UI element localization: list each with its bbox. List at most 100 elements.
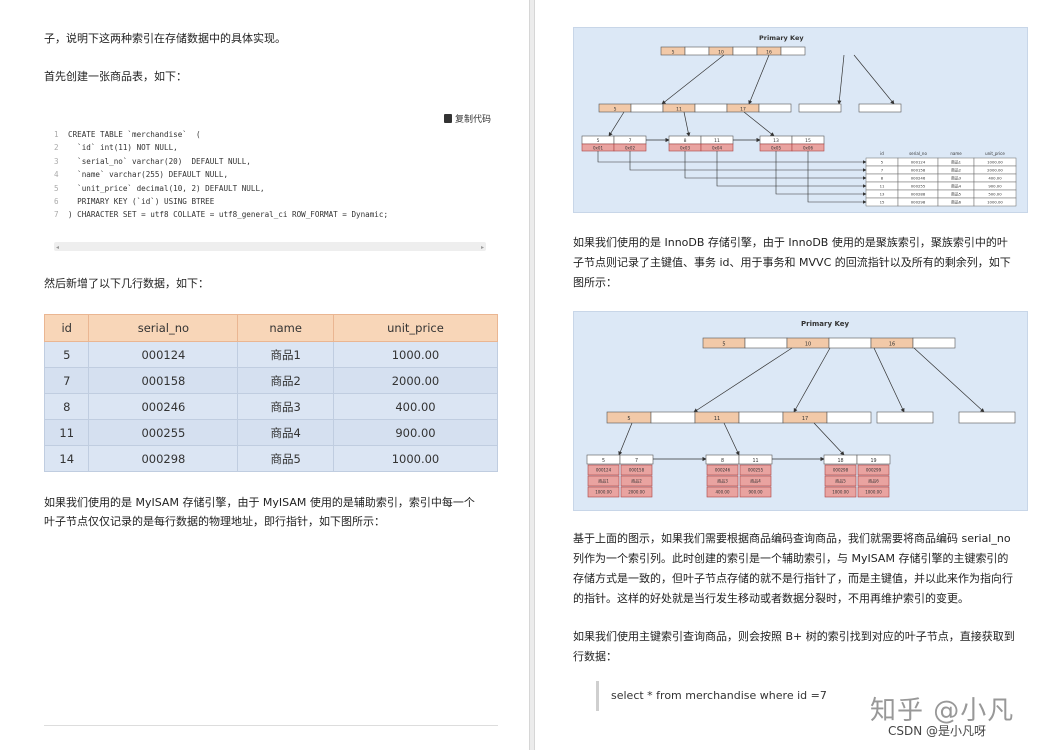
- line-number: 3: [54, 156, 59, 166]
- index-pointer-cell: [826, 411, 872, 424]
- leaf-row-cell: [739, 464, 772, 476]
- scroll-left-icon[interactable]: ◂: [56, 244, 60, 251]
- leaf-row-cell: [620, 464, 653, 476]
- leaf-row-value: 000255: [748, 468, 764, 473]
- insert-rows-text: 然后新增了以下几行数据，如下：: [44, 277, 209, 290]
- pointer-arrow: [743, 111, 775, 137]
- copy-icon: [444, 114, 452, 123]
- index-key-label: 10: [718, 50, 724, 56]
- code-text: `id` int(11) NOT NULL,: [68, 143, 178, 153]
- table-cell: 000124: [88, 341, 239, 368]
- row-table-value: 1000.00: [987, 160, 1003, 165]
- index-key-label: 5: [722, 342, 725, 348]
- leaf-row-value: 2000.00: [628, 490, 645, 495]
- index-pointer-cell: [684, 46, 710, 56]
- pointer-arrow: [661, 54, 725, 105]
- create-table-text: 首先创建一张商品表，如下：: [44, 70, 187, 83]
- myisam-text-line2: 叶子节点仅仅记录的是每行数据的物理地址，即行指针，如下图所示：: [44, 515, 385, 528]
- table-cell: 商品1: [237, 341, 334, 368]
- table-cell: 14: [43, 445, 90, 472]
- table-cell: 1000.00: [332, 341, 499, 368]
- leaf-row-cell: [824, 475, 857, 487]
- copy-code-label: 复制代码: [455, 115, 492, 125]
- leaf-row-value: 900.00: [749, 490, 763, 495]
- index-key-label: 17: [802, 416, 808, 422]
- row-table-value: 000158: [911, 168, 926, 173]
- table-cell: 000298: [88, 445, 239, 472]
- index-pointer-cell: [630, 103, 664, 113]
- row-pointer-arrow: [716, 151, 867, 188]
- leaf-key-label: 8: [721, 458, 724, 464]
- code-text: CREATE TABLE `merchandise` (: [68, 130, 201, 139]
- secondary-text-line1: 基于上面的图示，如果我们需要根据商品编码查询商品，我们就需要将商品编码 seri…: [573, 532, 1011, 545]
- row-pointer-arrow: [597, 151, 867, 164]
- table-cell: 商品3: [237, 393, 334, 420]
- pointer-arrow: [913, 347, 985, 413]
- index-pointer-cell: [744, 337, 788, 349]
- row-pointer-arrow: [629, 151, 867, 172]
- pointer-arrow: [608, 111, 625, 137]
- leaf-key-cell: [619, 454, 654, 465]
- leaf-row-cell: [824, 486, 857, 498]
- zhihu-watermark: 知乎 @小凡: [870, 696, 1015, 726]
- leaf-row-value: 1000.00: [865, 490, 882, 495]
- leaf-row-value: 000246: [715, 468, 731, 473]
- code-scrollbar[interactable]: ◂ ▸: [54, 242, 486, 251]
- leaf-key-label: 5: [597, 138, 600, 144]
- scroll-right-icon[interactable]: ▸: [480, 244, 484, 251]
- footer-divider: [44, 725, 498, 726]
- sql-quote: select * from merchandise where id =7: [596, 681, 846, 711]
- leaf-row-value: 商品3: [717, 478, 728, 484]
- leaf-row-value: 商品5: [835, 478, 846, 484]
- row-table-value: 商品2: [951, 168, 962, 173]
- leaf-row-cell: [620, 486, 653, 498]
- index-key-label: 5: [672, 50, 675, 56]
- leaf-row-value: 000124: [596, 468, 612, 473]
- table-cell: 900.00: [332, 419, 499, 446]
- table-cell: 5: [43, 341, 90, 368]
- pk-query-text-line2: 行数据：: [573, 650, 617, 663]
- diagram-title: Primary Key: [801, 320, 850, 328]
- table-cell: 000255: [88, 419, 239, 446]
- diagram-title: Primary Key: [759, 34, 804, 42]
- row-table-value: 13: [880, 192, 885, 197]
- secondary-text-line3: 存储方式是一致的，但叶子节点存储的就不是行指针了，而是主键值，并以此来作为指向行: [573, 572, 1013, 585]
- leaf-key-label: 8: [684, 138, 687, 144]
- innodb-text-line3: 图所示：: [573, 276, 617, 289]
- empty-index-node: [858, 103, 902, 113]
- row-table-header: name: [950, 151, 962, 156]
- index-pointer-cell: [738, 411, 784, 424]
- row-table-value: 000246: [911, 176, 926, 181]
- index-pointer-cell: [732, 46, 758, 56]
- innodb-text-line1: 如果我们使用的是 InnoDB 存储引擎，由于 InnoDB 使用的是聚族索引，…: [573, 236, 1008, 249]
- leaf-row-cell: [587, 486, 620, 498]
- leaf-pointer-label: 0x04: [712, 146, 722, 151]
- row-table-value: 900.00: [988, 184, 1002, 189]
- line-number: 2: [54, 143, 59, 153]
- empty-index-node: [876, 411, 934, 424]
- row-table-header: serial_no: [909, 151, 927, 156]
- index-key-label: 17: [740, 107, 746, 113]
- row-table-value: 8: [881, 176, 884, 181]
- leaf-key-label: 19: [870, 458, 876, 464]
- leaf-row-cell: [587, 464, 620, 476]
- code-line: 5 `unit_price` decimal(10, 2) DEFAULT NU…: [54, 182, 484, 195]
- leaf-key-label: 7: [635, 458, 638, 464]
- row-table-cell: [973, 197, 1017, 207]
- leaf-pointer-label: 0x05: [771, 146, 781, 151]
- table-cell: 商品2: [237, 367, 334, 394]
- line-number: 4: [54, 170, 59, 180]
- row-table-value: 商品6: [951, 200, 962, 205]
- index-key-label: 10: [805, 342, 811, 348]
- table-cell: 000158: [88, 367, 239, 394]
- index-pointer-cell: [650, 411, 696, 424]
- row-pointer-arrow: [684, 151, 867, 180]
- leaf-row-cell: [857, 486, 890, 498]
- line-number: 5: [54, 183, 59, 193]
- copy-code-button[interactable]: 复制代码: [444, 112, 491, 125]
